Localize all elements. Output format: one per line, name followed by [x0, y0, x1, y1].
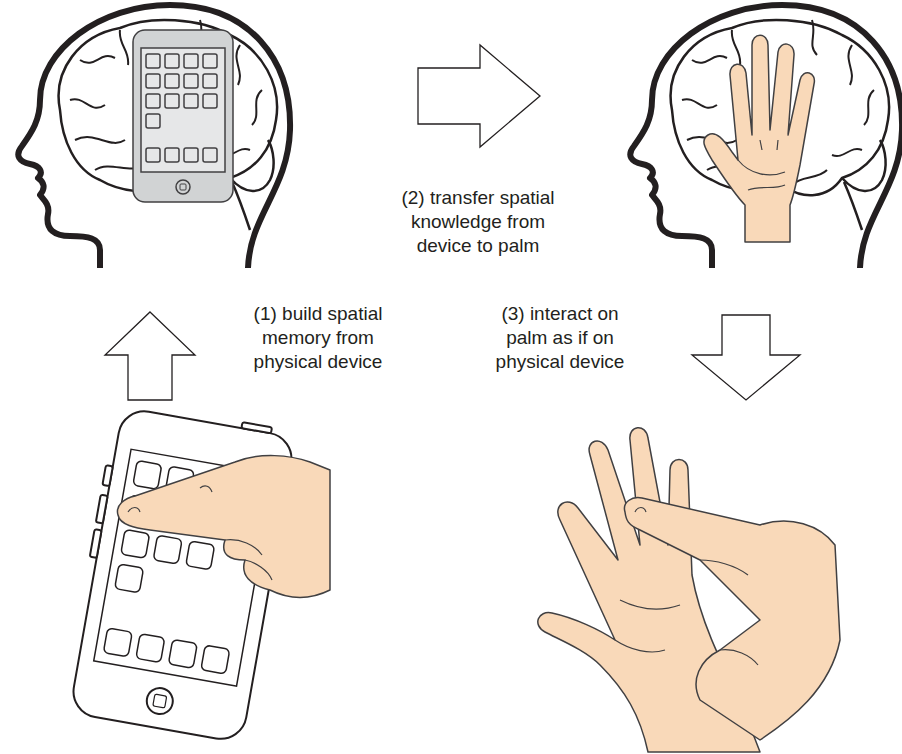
step-caption: (2) transfer spatial knowledge from devi…: [391, 186, 566, 258]
step-caption: (1) build spatial memory from physical d…: [238, 302, 398, 374]
step-caption: (3) interact on palm as if on physical d…: [484, 302, 636, 374]
